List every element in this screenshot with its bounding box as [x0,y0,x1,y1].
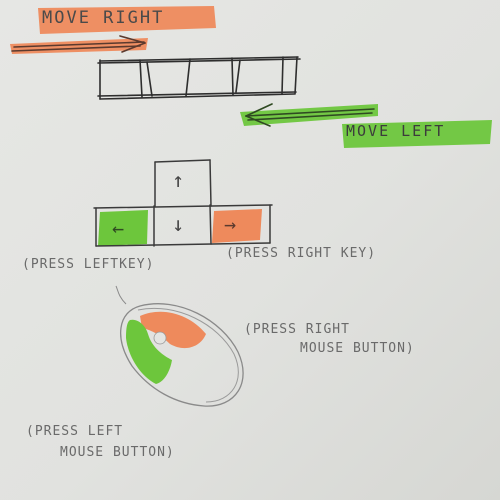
arrow-keys [93,159,273,247]
move-right-title: MOVE RIGHT [42,8,165,28]
move-left-highlight [342,120,492,148]
left-mouse-button [126,319,172,384]
press-right-mouse-label-line1: (PRESS RIGHT [244,322,350,337]
press-right-mouse-label-line2: MOUSE BUTTON) [300,341,415,356]
key-left-arrow-icon: ← [112,216,126,240]
move-left-title: MOVE LEFT [346,122,446,140]
left-key-fill [98,210,148,246]
move-right-highlight [38,6,216,34]
right-key-fill [212,209,262,243]
key-right-arrow-icon: → [224,212,238,236]
press-left-mouse-label-line2: MOUSE BUTTON) [60,445,175,460]
arrow-up-icon: ↑ [172,168,186,192]
mouse-icon [115,285,244,407]
press-left-key-label: (PRESS LEFTKEY) [22,257,155,272]
press-right-key-label: (PRESS RIGHT KEY) [226,246,377,261]
arrow-right-icon [11,35,146,53]
press-left-mouse-label-line1: (PRESS LEFT [26,424,124,439]
arrow-left-highlight [240,104,378,126]
arrow-down-icon: ↓ [172,212,186,236]
arrow-left-icon [245,103,375,127]
segmented-bar [97,56,301,100]
mouse-body [120,303,244,407]
right-mouse-button [140,311,206,349]
